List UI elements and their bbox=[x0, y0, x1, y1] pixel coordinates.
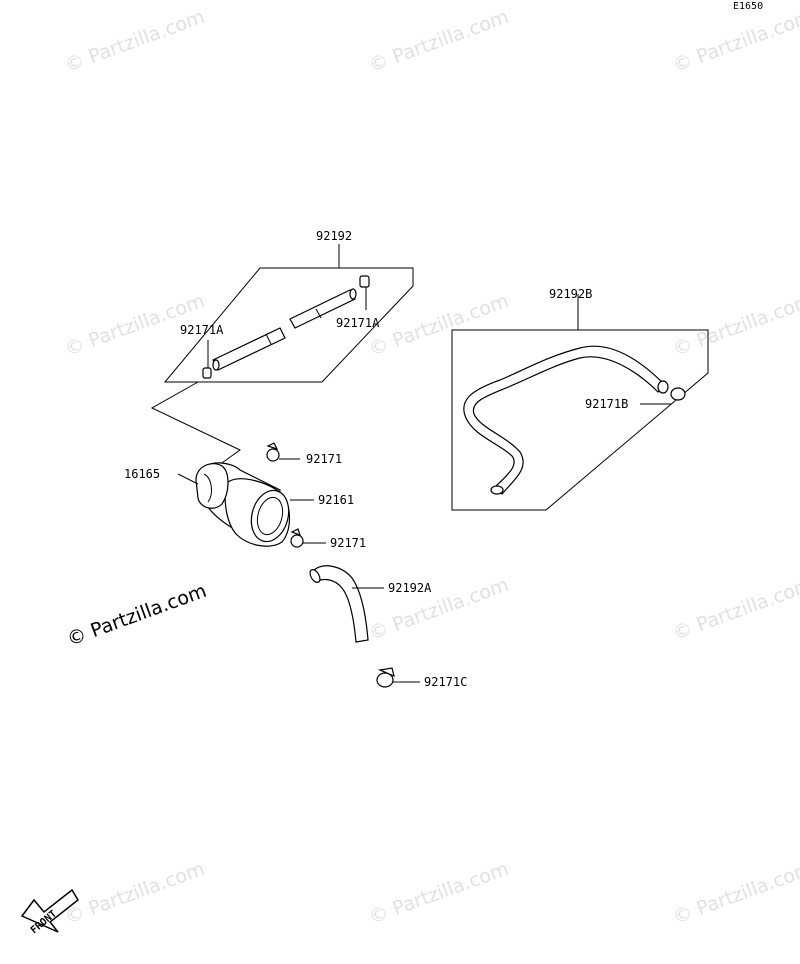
watermark: © Partzilla.com bbox=[366, 858, 511, 929]
label-92171A-left: 92171A bbox=[180, 323, 224, 337]
label-92192B: 92192B bbox=[549, 287, 592, 301]
label-92161: 92161 bbox=[318, 493, 354, 507]
label-92171B: 92171B bbox=[585, 397, 628, 411]
part-92192B-hose[interactable] bbox=[451, 294, 709, 511]
label-92171-lower: 92171 bbox=[330, 536, 366, 550]
label-92171C: 92171C bbox=[424, 675, 467, 689]
part-92192A-hose[interactable] bbox=[308, 565, 384, 643]
part-16165-cap[interactable] bbox=[177, 463, 229, 509]
part-92192-hose[interactable] bbox=[163, 244, 414, 383]
part-92171B-clamp[interactable] bbox=[640, 387, 686, 405]
label-92192: 92192 bbox=[316, 229, 352, 243]
part-92171-clamp-upper[interactable] bbox=[266, 442, 300, 462]
watermark-layer: © Partzilla.com © Partzilla.com © Partzi… bbox=[62, 6, 800, 929]
watermark: © Partzilla.com bbox=[366, 290, 511, 361]
diagram-code: E1650 bbox=[733, 1, 763, 12]
watermark: © Partzilla.com bbox=[670, 290, 800, 361]
hose-segment bbox=[212, 288, 357, 371]
hose-b-outline bbox=[451, 329, 709, 511]
watermark: © Partzilla.com bbox=[670, 6, 800, 77]
part-92171C-clamp[interactable] bbox=[376, 667, 420, 688]
hose-kit-outline bbox=[163, 267, 414, 383]
watermark: © Partzilla.com bbox=[366, 6, 511, 77]
label-92192A: 92192A bbox=[388, 581, 432, 595]
leader-line bbox=[177, 473, 199, 485]
part-92171-clamp-lower[interactable] bbox=[290, 528, 326, 548]
watermark: © Partzilla.com bbox=[670, 574, 800, 645]
connector-line bbox=[150, 381, 241, 471]
watermark: © Partzilla.com bbox=[62, 858, 207, 929]
label-16165: 16165 bbox=[124, 467, 160, 481]
watermark: © Partzilla.com bbox=[670, 858, 800, 929]
watermark-dark: © Partzilla.com bbox=[64, 580, 209, 651]
watermark: © Partzilla.com bbox=[62, 6, 207, 77]
label-92171-upper: 92171 bbox=[306, 452, 342, 466]
part-92171A-clamp-left[interactable] bbox=[202, 340, 212, 379]
label-92171A-right: 92171A bbox=[336, 316, 380, 330]
part-92171A-clamp-right[interactable] bbox=[359, 275, 370, 310]
